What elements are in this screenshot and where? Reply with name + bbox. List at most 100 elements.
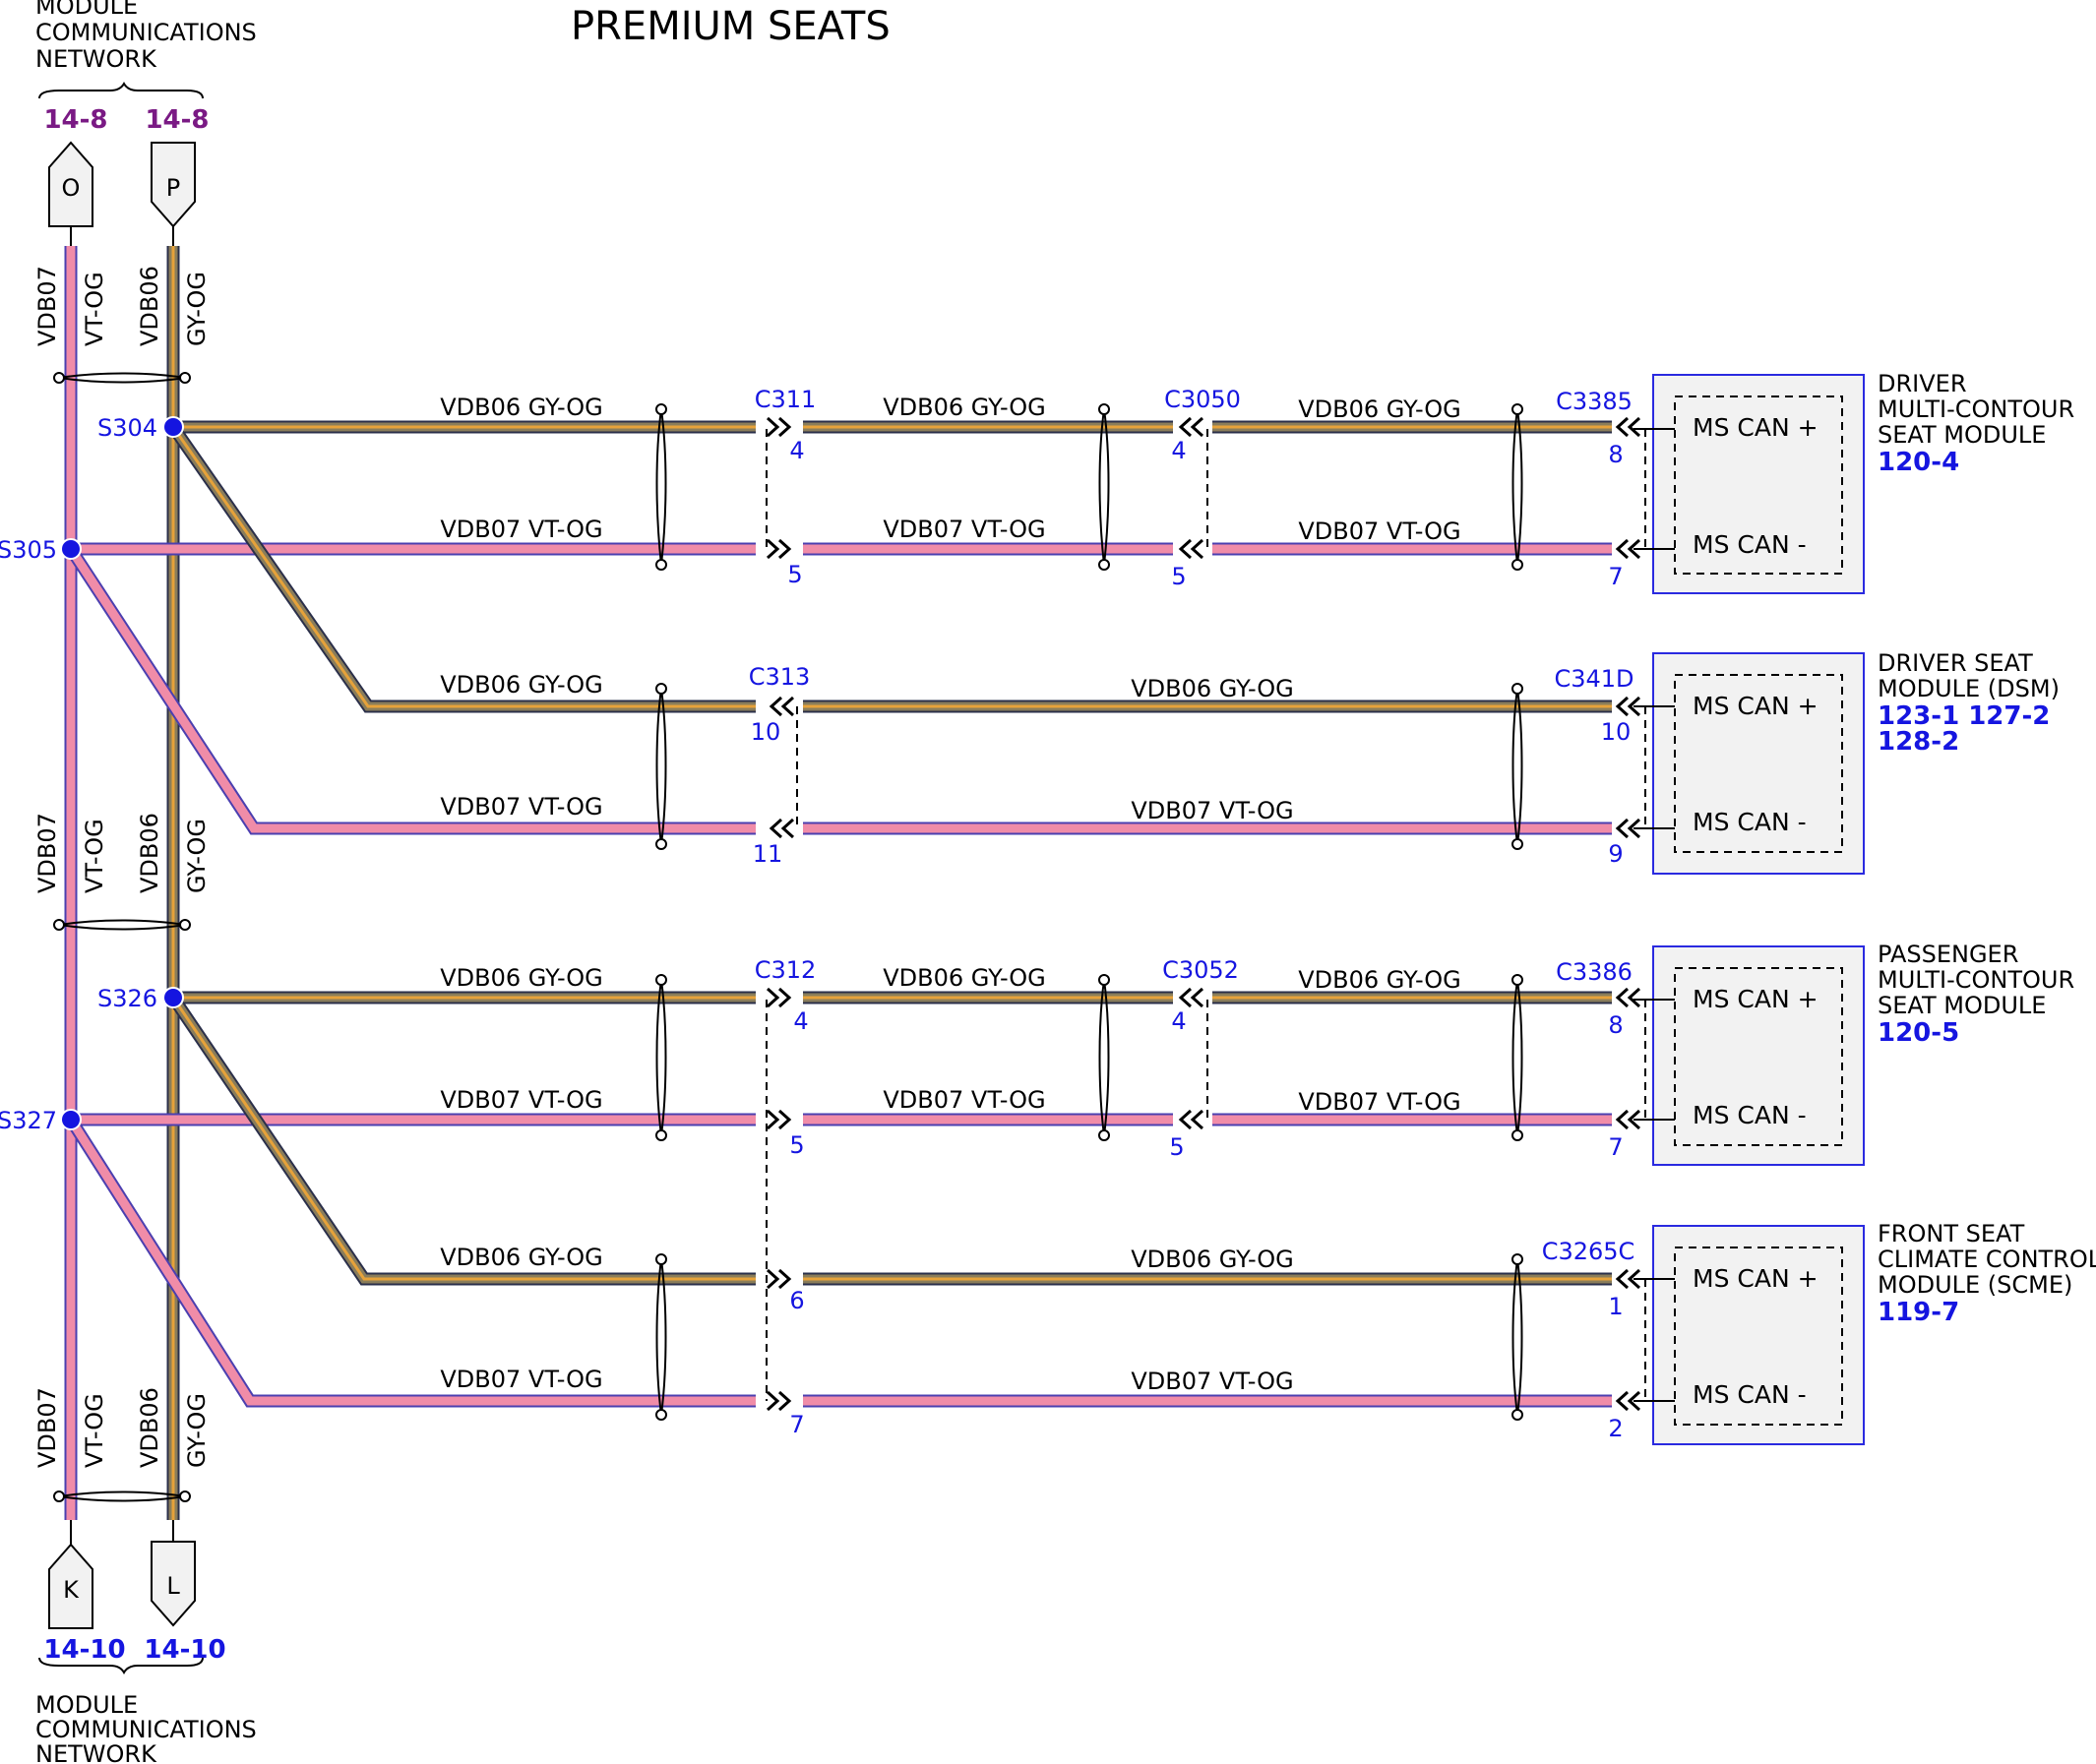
module-3-pin-plus: MS CAN +: [1693, 985, 1819, 1013]
wire-5-pin-c: 8: [1608, 1011, 1623, 1039]
wire-6-label-c: VDB07 VT-OG: [1298, 1088, 1460, 1116]
wire-4-label-b: VDB07 VT-OG: [1131, 797, 1293, 824]
connector-c312[interactable]: C312: [755, 956, 817, 984]
vlabel-pink-bot-circuit: VDB07: [33, 1387, 61, 1468]
arrow-first-0: [766, 416, 792, 438]
module-2-ref-1[interactable]: 123-1 127-2: [1878, 701, 2050, 731]
wire-6-label-b: VDB07 VT-OG: [883, 1086, 1045, 1114]
module-2-name-1: DRIVER SEAT: [1878, 649, 2033, 677]
wire-1-pin-c: 8: [1608, 441, 1623, 468]
wire-8-pin-c: 2: [1608, 1415, 1623, 1442]
module-3-ref-1[interactable]: 120-5: [1878, 1018, 1959, 1048]
module-3-name-2: MULTI-CONTOUR: [1878, 966, 2074, 994]
wire-3-label-a: VDB06 GY-OG: [440, 671, 603, 699]
vertical-twist-markers: [53, 372, 191, 1502]
module-1-ref-1[interactable]: 120-4: [1878, 448, 1959, 477]
connector-c341d[interactable]: C341D: [1554, 665, 1634, 693]
module-driver-multi-contour[interactable]: MS CAN + MS CAN -: [1634, 374, 1865, 594]
module-4-pin-plus: MS CAN +: [1693, 1264, 1819, 1293]
vlabel-gray-mid-circuit: VDB06: [136, 813, 163, 893]
top-ref-o[interactable]: 14-8: [43, 105, 107, 135]
module-2-pin-plus: MS CAN +: [1693, 692, 1819, 720]
wire-3-pin-a: 10: [751, 718, 781, 746]
wire-1-pin-b: 4: [1171, 437, 1186, 464]
arrow-module-6: [1615, 1268, 1641, 1290]
module-1-name-1: DRIVER: [1878, 370, 1967, 397]
module-front-seat-climate[interactable]: MS CAN + MS CAN -: [1634, 1225, 1865, 1445]
wire-6-pin-c: 7: [1608, 1133, 1623, 1161]
splice-s326-label: S326: [97, 985, 157, 1012]
wire-5-label-b: VDB06 GY-OG: [883, 964, 1046, 992]
module-2-name-2: MODULE (DSM): [1878, 675, 2060, 702]
wire-5-pin-b: 4: [1171, 1007, 1186, 1035]
splice-s305-dot[interactable]: [60, 538, 82, 560]
splices: S304 S305 S326 S327: [0, 414, 184, 1134]
module-3-pin-minus: MS CAN -: [1693, 1101, 1807, 1129]
module-passenger-multi-contour[interactable]: MS CAN + MS CAN -: [1634, 945, 1865, 1166]
connector-c311[interactable]: C311: [755, 386, 817, 413]
arrow-module-5: [1615, 1109, 1641, 1130]
module-driver-seat-dsm[interactable]: MS CAN + MS CAN -: [1634, 652, 1865, 875]
arrow-module-0: [1615, 416, 1641, 438]
connector-tag-o: [48, 141, 93, 227]
wire-2-label-c: VDB07 VT-OG: [1298, 517, 1460, 545]
arrow-mid-3: [1178, 1109, 1204, 1130]
wire-8-label-b: VDB07 VT-OG: [1131, 1368, 1293, 1395]
connector-tag-l: [151, 1541, 196, 1627]
arrow-module-4: [1615, 987, 1641, 1008]
connector-c3050[interactable]: C3050: [1164, 386, 1241, 413]
connector-c313[interactable]: C313: [749, 663, 811, 691]
wire-layer: [64, 246, 1612, 1520]
module-3-name-1: PASSENGER: [1878, 941, 2018, 968]
connector-c3386[interactable]: C3386: [1556, 958, 1633, 986]
module-2-pin-minus: MS CAN -: [1693, 808, 1807, 836]
wire-2-label-b: VDB07 VT-OG: [883, 516, 1045, 543]
splice-s304-label: S304: [97, 414, 157, 442]
wire-6-label-a: VDB07 VT-OG: [440, 1086, 602, 1114]
arrow-first-2: [766, 987, 792, 1008]
wire-3-seg-a: [167, 423, 756, 713]
module-1-name-2: MULTI-CONTOUR: [1878, 395, 2074, 423]
splice-s326-dot[interactable]: [162, 987, 184, 1008]
connector-tag-k: [48, 1543, 93, 1629]
wire-8-label-a: VDB07 VT-OG: [440, 1366, 602, 1393]
module-4-pin-minus: MS CAN -: [1693, 1380, 1807, 1409]
bottom-ref-k[interactable]: 14-10: [43, 1635, 125, 1665]
module-4-name-2: CLIMATE CONTROL: [1878, 1246, 2096, 1273]
wire-2-pin-a: 5: [787, 561, 802, 588]
module-2-ref-2[interactable]: 128-2: [1878, 727, 1959, 757]
arrow-first-5: [766, 1390, 792, 1412]
wire-1-pin-a: 4: [789, 437, 804, 464]
arrow-c313-1: [769, 818, 795, 839]
arrow-module-3: [1615, 818, 1641, 839]
vlabel-gray-top-circuit: VDB06: [136, 266, 163, 346]
bottom-ref-l[interactable]: 14-10: [144, 1635, 225, 1665]
module-3-name-3: SEAT MODULE: [1878, 992, 2046, 1019]
connector-dashes: [766, 429, 1646, 1401]
wire-5-pin-a: 4: [793, 1007, 808, 1035]
wire-4-label-a: VDB07 VT-OG: [440, 793, 602, 821]
arrow-module-1: [1615, 538, 1641, 560]
connector-tag-p: [151, 142, 196, 228]
network-label-bottom-2: COMMUNICATIONS: [35, 1716, 257, 1743]
arrow-mid-1: [1178, 538, 1204, 560]
connector-c3052[interactable]: C3052: [1162, 956, 1239, 984]
wire-1-label-c: VDB06 GY-OG: [1298, 395, 1461, 423]
arrow-first-1: [766, 538, 792, 560]
module-4-ref-1[interactable]: 119-7: [1878, 1298, 1959, 1327]
arrow-first-3: [766, 1109, 792, 1130]
wire-5-label-c: VDB06 GY-OG: [1298, 966, 1461, 994]
module-4-name-1: FRONT SEAT: [1878, 1220, 2025, 1247]
arrow-first-4: [766, 1268, 792, 1290]
connector-c3385[interactable]: C3385: [1556, 388, 1633, 415]
vlabel-gray-bot-circuit: VDB06: [136, 1387, 163, 1468]
wire-8-seg-a: [65, 1116, 756, 1408]
top-ref-p[interactable]: 14-8: [145, 105, 209, 135]
connector-c3265c[interactable]: C3265C: [1542, 1238, 1635, 1265]
splice-s327-dot[interactable]: [60, 1109, 82, 1130]
splice-s304-dot[interactable]: [162, 416, 184, 438]
wire-6-pin-b: 5: [1169, 1133, 1184, 1161]
connector-arrows: [766, 416, 1641, 1412]
module-1-pin-plus: MS CAN +: [1693, 413, 1819, 442]
vlabel-pink-top-circuit: VDB07: [33, 266, 61, 346]
